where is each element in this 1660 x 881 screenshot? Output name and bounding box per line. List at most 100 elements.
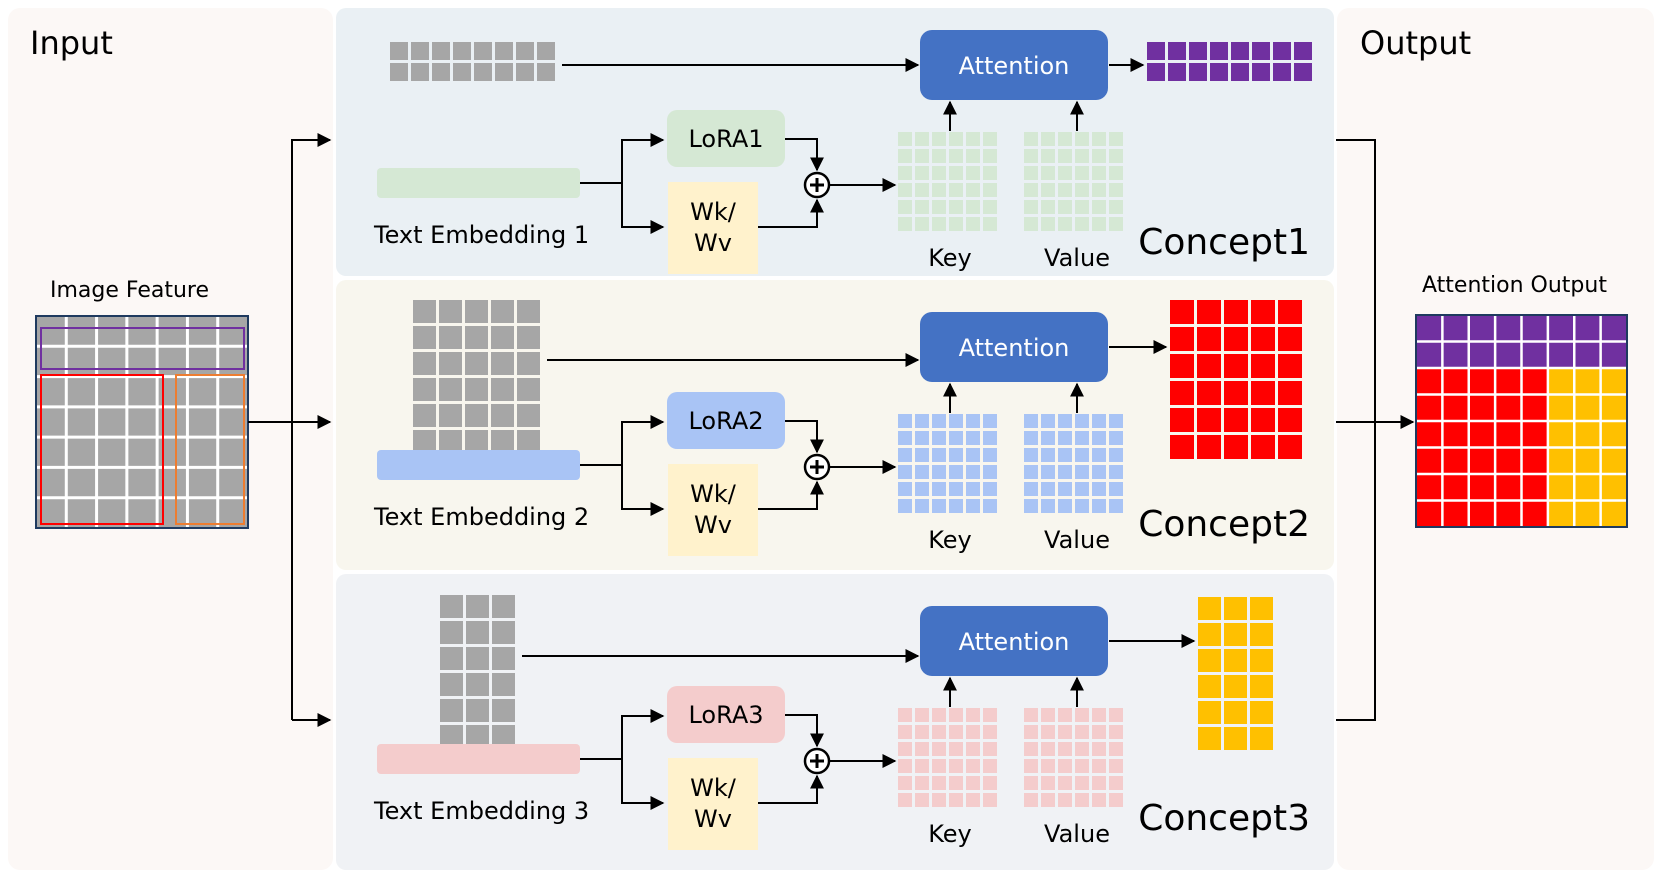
value-grid-3-cell [1024,759,1038,773]
attention-output-cell [1600,315,1627,342]
embedding-to-weights-arrow-3 [621,759,665,810]
attention-box-1 [920,30,1108,100]
value-grid-1-cell [1058,200,1072,214]
lora-label-1: LoRA1 [688,125,763,153]
attention-output-cell [1495,394,1522,421]
attention-output-cell [1416,394,1443,421]
concept-output-grid-2-cell [1278,408,1302,432]
key-grid-3-cell [915,725,929,739]
attention-box-3 [920,606,1108,676]
weights-box-1 [668,182,758,274]
token-grid-3-cell [466,595,489,618]
text-embedding-label-3: Text Embedding 3 [373,797,589,825]
concept-output-grid-3-cell [1224,727,1247,750]
key-grid-1-cell [966,183,980,197]
value-grid-2-cell [1058,431,1072,445]
key-grid-3-cell [915,708,929,722]
value-grid-1-cell [1058,149,1072,163]
concept-output-grid-3-cell [1198,727,1221,750]
image-feature-region-orange [175,374,245,525]
value-grid-2-cell [1075,431,1089,445]
token-grid-2-cell [439,404,462,427]
token-grid-3-cell [492,647,515,670]
key-grid-2-cell [932,414,946,428]
key-grid-3-cell [983,742,997,756]
key-grid-3-cell [932,793,946,807]
value-grid-3-cell [1024,776,1038,790]
attention-output-cell [1416,341,1443,368]
token-grid-3-cell [466,673,489,696]
concept-output-grid-2-cell [1224,408,1248,432]
token-grid-3-cell [466,725,489,748]
value-grid-2-cell [1092,431,1106,445]
attention-output-cell [1416,421,1443,448]
attention-output-cell [1442,315,1469,342]
token-grid-1-cell [474,42,492,60]
attention-label-2: Attention [959,334,1070,362]
value-grid-3-cell [1024,793,1038,807]
key-grid-3-cell [898,725,912,739]
key-grid-3-cell [966,742,980,756]
value-grid-1-cell [1075,183,1089,197]
key-grid-3-cell [932,759,946,773]
attention-output-cell [1495,315,1522,342]
token-grid-2-cell [465,404,488,427]
concept-output-grid-2-cell [1197,381,1221,405]
value-grid-3-cell [1041,776,1055,790]
value-grid-1-cell [1092,132,1106,146]
value-grid-1-cell [1092,149,1106,163]
key-grid-3-cell [898,708,912,722]
token-grid-1-cell [453,63,471,81]
key-grid-2-cell [898,499,912,513]
value-grid-2-cell [1024,448,1038,462]
key-grid-1 [898,132,997,231]
key-grid-1-cell [966,132,980,146]
token-grid-2-cell [491,352,514,375]
attention-output-cell [1574,394,1601,421]
key-grid-2-cell [983,465,997,479]
output-label: Output [1360,24,1471,62]
value-grid-2-cell [1109,414,1123,428]
key-grid-2-cell [932,448,946,462]
concept-output-grid-2-cell [1278,300,1302,324]
weights-label-top-3: Wk/ [690,774,737,802]
key-label-3: Key [928,820,972,848]
attention-output-cell [1468,368,1496,395]
token-grid-3-cell [440,621,463,644]
key-grid-1-cell [949,200,963,214]
token-grid-1-cell [411,42,429,60]
weights-label-bottom-3: Wv [694,805,732,833]
token-grid-3-cell [440,725,463,748]
key-grid-1-cell [898,132,912,146]
key-grid-2-cell [966,499,980,513]
token-grid-2-cell [465,300,488,323]
value-grid-1-cell [1041,166,1055,180]
value-grid-2 [1024,414,1123,513]
concept-output-grid-2-cell [1251,408,1275,432]
key-grid-1-cell [915,132,929,146]
key-grid-3-cell [949,708,963,722]
value-grid-2-cell [1024,465,1038,479]
attention-output-cell [1442,500,1469,527]
token-grid-1-cell [495,42,513,60]
concept-output-grid-1 [1147,42,1312,81]
key-grid-3-cell [949,793,963,807]
value-grid-3-cell [1041,725,1055,739]
key-grid-2-cell [898,482,912,496]
key-label-2: Key [928,526,972,554]
lora-to-sum-arrow-2 [785,420,824,454]
attention-output-cell [1442,341,1469,368]
key-grid-3-cell [949,725,963,739]
value-grid-1-cell [1024,149,1038,163]
image-feature-region-purple [40,327,245,370]
key-grid-1-cell [949,149,963,163]
concept-output-grid-1-cell [1294,63,1312,81]
token-grid-2-cell [517,326,540,349]
value-grid-1-cell [1024,132,1038,146]
concept-output-grid-2-cell [1197,435,1221,459]
token-grid-2-cell [413,326,436,349]
value-grid-2-cell [1109,448,1123,462]
key-grid-1-cell [983,217,997,231]
value-grid-3-cell [1058,776,1072,790]
value-grid-3-cell [1075,725,1089,739]
